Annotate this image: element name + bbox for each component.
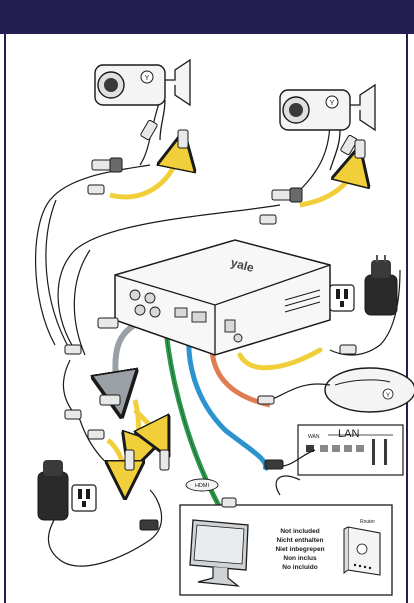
arrow-camera1: [109, 150, 180, 200]
uk-plug-left: [71, 484, 97, 512]
power-adapter-right: [364, 255, 398, 316]
camera-2-logo: Y: [330, 100, 335, 107]
not-included-en: Not included: [280, 528, 319, 535]
power-cable-yellow: [237, 347, 323, 371]
not-included-nl: Niet inbegrepen: [275, 546, 324, 553]
camera-1-logo: Y: [145, 75, 150, 82]
arrow-left-1: [135, 399, 139, 455]
hdmi-connector: [221, 497, 237, 508]
connectors-camera-1: [87, 119, 189, 195]
left-connectors: [64, 317, 357, 471]
camera-1: Y: [94, 58, 191, 141]
hdmi-label: HDMI: [195, 483, 210, 489]
router-panel: WAN LAN: [297, 424, 404, 476]
camera-2: Y: [279, 83, 376, 171]
network-router: Router: [343, 519, 381, 576]
left-border: [4, 34, 6, 603]
hdmi-tag: HDMI: [185, 478, 219, 492]
mouse-logo: Y: [386, 393, 390, 399]
lan-label: LAN: [338, 428, 359, 440]
nvr-logo: yale: [229, 255, 255, 275]
camera-feed-gray: [115, 317, 147, 395]
wan-label: WAN: [308, 434, 320, 440]
uk-plug-right: [329, 284, 355, 312]
mouse-cable-blue: [186, 324, 269, 472]
not-included-fr: Non inclus: [283, 555, 317, 562]
power-adapter-left: [37, 460, 69, 521]
connectors-camera-2: [259, 134, 366, 225]
not-included-box: Not included Nicht enthalten Niet inbegr…: [179, 504, 393, 596]
arrow-camera2: [299, 165, 355, 208]
lan-connector: [264, 459, 284, 470]
computer-mouse: Y: [324, 367, 414, 413]
router-label: Router: [360, 519, 375, 525]
arrow-bottom-left: [108, 438, 125, 480]
header-bar: [0, 0, 414, 34]
usb-connector: [257, 395, 275, 405]
monitor: [189, 519, 249, 587]
arrow-left-2: [135, 408, 160, 440]
not-included-es: No incluido: [282, 564, 317, 571]
right-border: [406, 34, 408, 603]
splitter-connector: [139, 519, 159, 531]
nvr-recorder: yale: [114, 239, 331, 356]
not-included-de: Nicht enthalten: [277, 537, 324, 544]
